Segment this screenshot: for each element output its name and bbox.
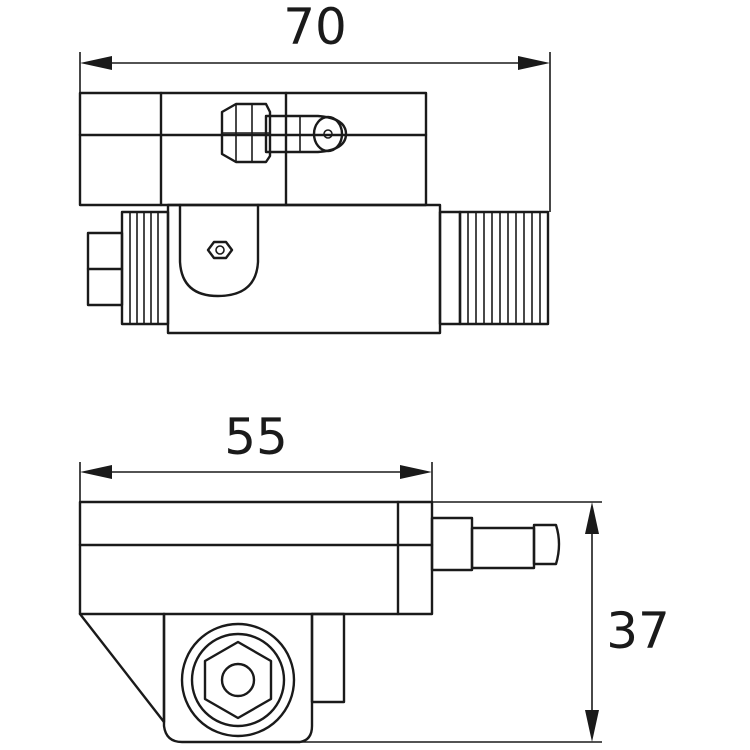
dimension-55-label: 55 bbox=[224, 408, 288, 466]
main-body bbox=[166, 203, 442, 335]
dimension-37-label: 37 bbox=[606, 602, 670, 660]
left-fitting bbox=[86, 231, 124, 307]
left-thread bbox=[120, 210, 170, 326]
right-thread bbox=[438, 210, 550, 326]
dimension-70: 70 bbox=[79, 0, 551, 212]
dimension-55: 55 bbox=[79, 408, 433, 502]
side-bracket bbox=[78, 612, 346, 744]
valve-stem bbox=[220, 102, 348, 164]
side-upper-block bbox=[78, 500, 434, 616]
dimension-70-label: 70 bbox=[283, 0, 347, 56]
dimension-37: 37 bbox=[300, 501, 670, 743]
upper-housing bbox=[78, 91, 428, 207]
top-view: 70 bbox=[78, 0, 551, 335]
side-stem bbox=[430, 516, 561, 572]
side-view: 55 37 bbox=[78, 408, 670, 744]
